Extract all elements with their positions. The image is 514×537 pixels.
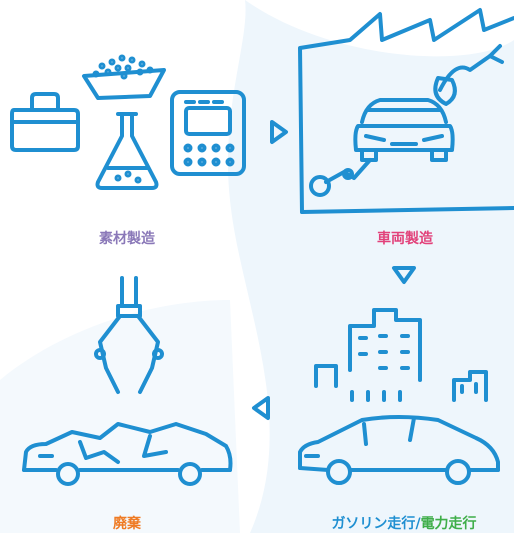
car-front-icon (353, 98, 455, 162)
control-panel-icon (170, 90, 246, 176)
driving-label: ガソリン走行/電力走行 (331, 513, 476, 533)
flask-icon (95, 112, 159, 190)
factory-illustration (298, 8, 514, 214)
sedan-car-icon (298, 415, 500, 485)
tower-icon (452, 370, 488, 402)
materials-label: 素材製造 (99, 231, 155, 247)
materials-illustration (10, 54, 246, 190)
building-small-icon (314, 364, 338, 388)
city-illustration (314, 308, 488, 402)
background-curve (0, 300, 240, 533)
vehicle-manufacturing-label: 車両製造 (377, 231, 433, 247)
robot-arm-icon (433, 44, 504, 106)
label-separator: / (415, 516, 421, 532)
triangle-left-icon (252, 396, 270, 420)
building-icon (348, 308, 422, 382)
ingot-icon (10, 92, 80, 152)
factory-floor (300, 206, 514, 214)
background-swoosh (227, 0, 514, 533)
factory-outline (298, 8, 514, 214)
gasoline-driving-label: ガソリン走行 (331, 516, 416, 532)
crushed-car-icon (22, 422, 233, 486)
powder-bowl-icon (82, 54, 166, 100)
disposal-label: 廃棄 (113, 516, 141, 532)
electric-driving-label: 電力走行 (420, 516, 477, 532)
triangle-down-icon (392, 266, 416, 284)
assembly-robot-icon (309, 158, 372, 197)
triangle-right-icon (270, 120, 288, 144)
crusher-claw-icon (94, 276, 164, 394)
